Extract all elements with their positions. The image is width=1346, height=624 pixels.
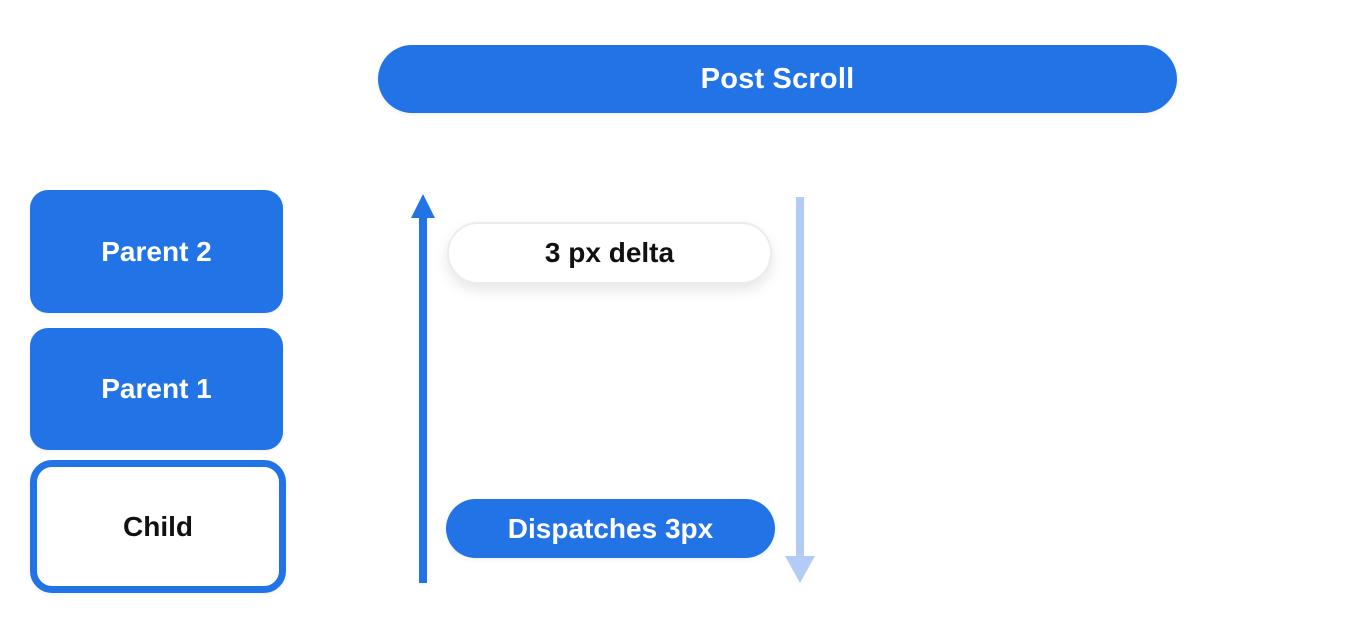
delta-label: 3 px delta — [544, 237, 675, 268]
up-arrow-head — [411, 194, 435, 218]
node-parent-1-label: Parent 1 — [101, 373, 212, 404]
post-scroll-label: Post Scroll — [700, 62, 855, 95]
node-parent-2-label: Parent 2 — [101, 235, 212, 267]
delta-pill: 3 px delta — [447, 222, 772, 284]
node-parent-2: Parent 2 — [30, 190, 283, 313]
up-arrow-shaft — [419, 216, 427, 583]
down-arrow-head — [785, 556, 815, 583]
dispatch-label: Dispatches 3px — [507, 512, 714, 544]
node-child-label: Child — [123, 510, 193, 542]
dispatch-pill: Dispatches 3px — [446, 499, 775, 558]
down-arrow-shaft — [796, 197, 804, 557]
node-child: Child — [30, 460, 286, 593]
post-scroll-header: Post Scroll — [378, 45, 1177, 113]
node-parent-1: Parent 1 — [30, 328, 283, 450]
